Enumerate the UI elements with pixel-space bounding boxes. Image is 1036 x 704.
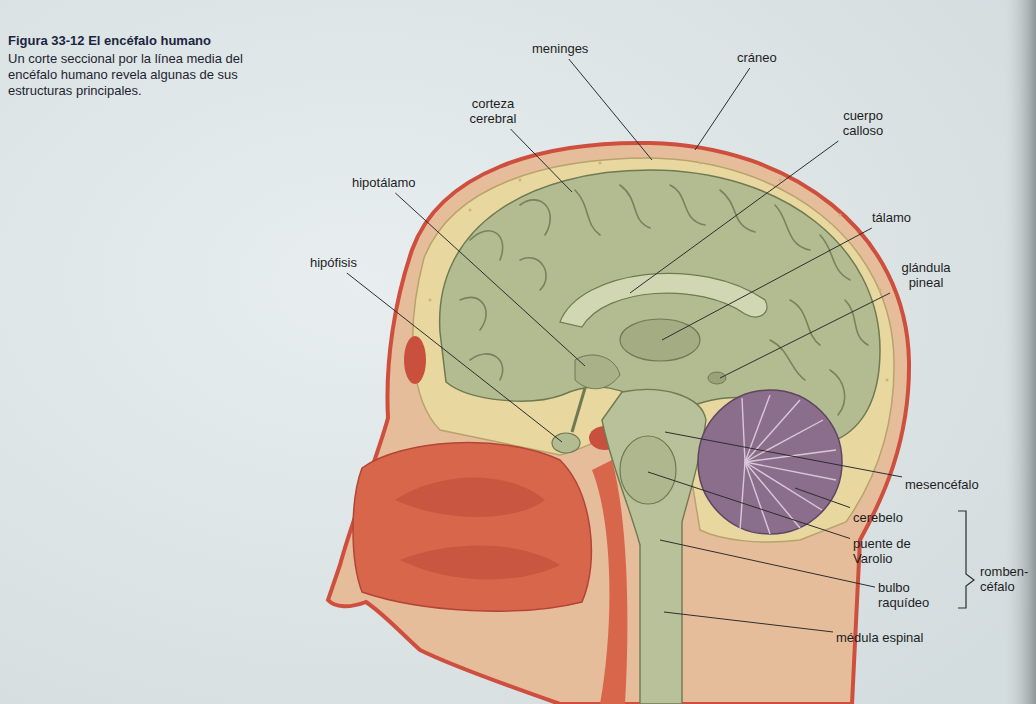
- part-label: tálamo: [872, 210, 911, 225]
- leader-lines: [347, 59, 902, 632]
- nasal-concha: [400, 546, 560, 580]
- pons: [620, 436, 676, 504]
- leader-line: [720, 293, 890, 378]
- leader-line: [648, 472, 850, 538]
- part-label: meninges: [532, 41, 588, 56]
- leader-line: [795, 488, 850, 508]
- part-label: corteza cerebral: [460, 96, 526, 126]
- part-label: cráneo: [737, 50, 777, 65]
- leader-line: [511, 129, 572, 192]
- figure-title: Figura 33-12 El encéfalo humano: [8, 33, 211, 48]
- figure-caption: Un corte seccional por la línea media de…: [8, 51, 293, 99]
- part-label: mesencéfalo: [905, 477, 979, 492]
- group-bracket: [958, 511, 974, 608]
- thalamus: [620, 319, 700, 361]
- part-label: hipotálamo: [352, 175, 416, 190]
- leader-line: [662, 228, 872, 340]
- nasal-concha: [395, 478, 545, 517]
- leader-line: [630, 141, 838, 293]
- pituitary: [552, 433, 580, 453]
- frontal-sinus: [404, 336, 426, 384]
- page-shadow: [1000, 0, 1036, 704]
- leader-line: [664, 612, 833, 632]
- arbor-vitae: [740, 395, 836, 534]
- part-label: puente de Varolio: [853, 536, 923, 566]
- part-label: cerebelo: [853, 510, 903, 525]
- cortex-gyri: [460, 185, 868, 415]
- pituitary-stalk: [572, 388, 585, 432]
- part-label: romben- céfalo: [980, 564, 1030, 594]
- scalp-outline: [328, 143, 909, 704]
- leader-line: [569, 59, 652, 160]
- part-label: glándula pineal: [892, 260, 960, 290]
- leader-line: [665, 432, 902, 477]
- leader-line: [695, 68, 750, 150]
- part-label: hipófisis: [310, 255, 357, 270]
- part-label: médula espinal: [836, 630, 923, 645]
- leader-line: [347, 273, 562, 442]
- part-label: cuerpo calloso: [832, 108, 894, 138]
- pineal-gland: [708, 372, 726, 384]
- pharynx: [592, 460, 627, 704]
- nasal-cavity: [353, 443, 591, 612]
- leader-line: [395, 193, 585, 366]
- leader-line: [660, 540, 875, 587]
- hypothalamus: [575, 355, 620, 389]
- part-label: bulbo raquídeo: [878, 580, 944, 610]
